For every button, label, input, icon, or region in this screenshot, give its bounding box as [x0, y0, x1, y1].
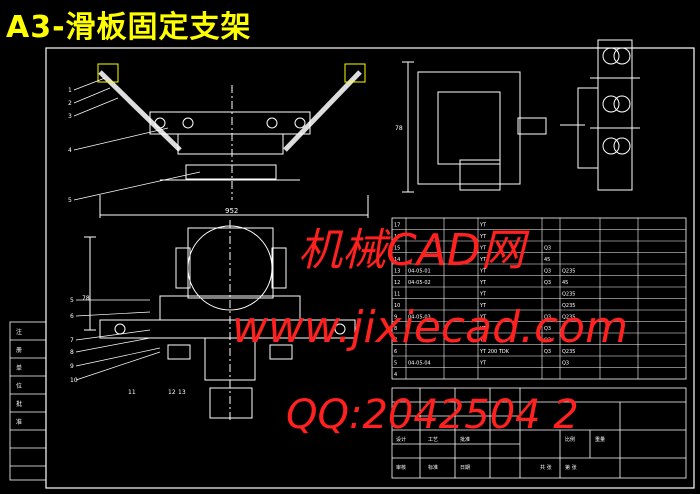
lower-leader-7: 7	[70, 337, 74, 344]
bom-cell: Q3	[544, 338, 551, 344]
bom-cell: 45	[562, 280, 568, 286]
bom-cell: Q3	[544, 246, 551, 252]
bom-cell: Q235	[562, 315, 575, 321]
watermark-url: www.jixiecad.com	[232, 302, 628, 353]
bom-cell: 12	[394, 280, 400, 286]
bom-cell: YT	[479, 315, 487, 321]
dim-lower-height: 78	[82, 295, 90, 302]
side-label-5: 批	[16, 400, 22, 408]
bom-cell: 15	[394, 246, 400, 252]
bom-cell: 45	[544, 257, 550, 263]
bom-cell: 04-05-02	[408, 280, 431, 286]
lower-leader-5: 5	[70, 297, 74, 304]
bom-cell: Q3	[544, 269, 551, 275]
bom-cell: 14	[394, 257, 400, 263]
side-label-4: 位	[16, 382, 22, 390]
front-leader-1: 1	[68, 87, 72, 94]
front-leader-5: 5	[68, 197, 72, 204]
bom-cell: YT	[479, 257, 487, 263]
tb-scale: 比例	[565, 436, 575, 443]
bom-cell: Q3	[544, 315, 551, 321]
tb-standard: 标准	[428, 464, 438, 471]
bom-cell: YT	[479, 303, 487, 309]
bom-cell: 9	[394, 315, 397, 321]
left-side-block	[9, 321, 47, 481]
bom-cell: Q235	[562, 303, 575, 309]
lower-leader-12: 12	[168, 389, 176, 396]
front-leader-3: 3	[68, 113, 72, 120]
side-label-3: 单	[16, 364, 22, 372]
bom-cell: Q235	[562, 292, 575, 298]
bom-cell: YT	[479, 223, 487, 229]
bom-cell: 04-05-03	[408, 315, 431, 321]
front-leaders	[73, 77, 201, 201]
title-block	[391, 387, 687, 479]
tb-process: 工艺	[428, 437, 438, 443]
front-leader-2: 2	[68, 100, 72, 107]
drawing-title: A3-滑板固定支架	[6, 10, 252, 45]
tb-date: 日期	[460, 465, 470, 471]
bom-cell: Q3	[562, 361, 569, 367]
front-view	[97, 63, 369, 218]
bom-cell: Q235	[562, 269, 575, 275]
sheet-border	[45, 47, 695, 489]
side-view	[402, 61, 585, 193]
bom-cell: 04-05-04	[408, 361, 431, 367]
watermark-site-name: 机械CAD网	[298, 225, 525, 276]
bom-cell: YT	[479, 246, 487, 252]
bom-cell: 5	[394, 361, 397, 367]
dim-side-height: 78	[395, 125, 403, 132]
tb-sheet-no: 第 张	[565, 464, 577, 471]
bom-cell: YT	[479, 292, 487, 298]
lower-leader-11: 11	[128, 389, 136, 396]
chain-detail	[577, 39, 640, 191]
tb-approve: 批准	[460, 436, 470, 443]
bom-cell: 17	[394, 223, 400, 229]
tb-weight: 重量	[595, 436, 605, 443]
bom-cell: 8	[394, 326, 397, 332]
tb-sheets: 共 张	[540, 464, 552, 471]
bom-cell: 7	[394, 338, 397, 344]
side-label-6: 准	[16, 418, 22, 426]
front-leader-4: 4	[68, 147, 72, 154]
bom-cell: YT	[479, 338, 487, 344]
side-label-1: 注	[16, 328, 22, 336]
bom-cell: Q3	[544, 280, 551, 286]
bom-cell: 11	[394, 292, 400, 298]
bom-cell: 13	[394, 269, 400, 275]
bom-cell: YT 200 TDK	[479, 349, 510, 355]
bom-cell: YT	[479, 326, 487, 332]
bom-cell: Q3	[544, 349, 551, 355]
bom-cell: Q3	[544, 326, 551, 332]
tb-review: 审核	[396, 464, 406, 471]
bom-cell: YT	[479, 280, 487, 286]
bom-cell: 16	[394, 234, 400, 240]
lower-leader-10: 10	[70, 377, 78, 384]
side-label-2: 册	[16, 347, 22, 354]
bom-cell: YT	[479, 361, 487, 367]
lower-leaders	[75, 299, 161, 381]
bom-cell: Q235	[562, 349, 575, 355]
bom-cell: 6	[394, 349, 397, 355]
dim-front-width: 952	[225, 207, 238, 215]
lower-leader-9: 9	[70, 363, 74, 370]
lower-leader-13: 13	[178, 389, 186, 396]
tb-design: 设计	[396, 436, 406, 443]
lower-leader-8: 8	[70, 349, 74, 356]
bom-cell: YT	[479, 269, 487, 275]
lower-leader-6: 6	[70, 313, 74, 320]
bom-cell: 04-05-01	[408, 269, 431, 275]
bom-cell: YT	[479, 234, 487, 240]
watermark-qq: QQ:2042504 2	[286, 392, 579, 438]
bom-cell: 10	[394, 303, 400, 309]
lower-view	[84, 220, 356, 420]
bom-cell: 4	[394, 372, 397, 378]
